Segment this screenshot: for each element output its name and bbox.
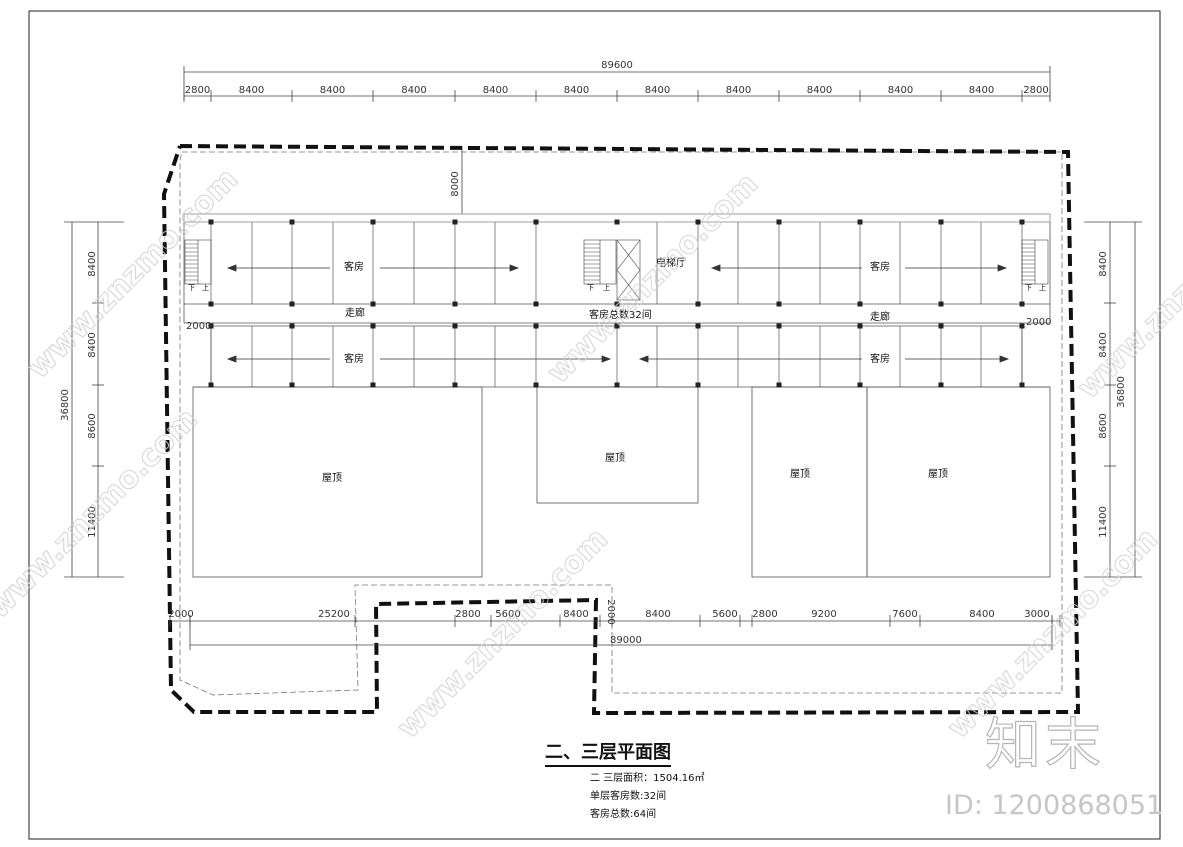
top-dim-7: 8400 (645, 85, 670, 96)
side-dimension-lines (64, 221, 1142, 578)
top-dim-2: 8400 (239, 85, 264, 96)
dim-right-3: 8600 (1098, 413, 1109, 438)
dim-left-1: 8400 (87, 251, 98, 276)
watermark-text-5: www.znzmo.com (391, 522, 615, 746)
drawing-title: 二、三层平面图 (545, 738, 671, 767)
dim-right-total: 36800 (1116, 376, 1127, 408)
dim-bottom-total: 89000 (610, 635, 642, 646)
dim-left-total: 36800 (60, 389, 71, 421)
dim-left-2: 8400 (87, 332, 98, 357)
stair-left-up: 上 (202, 283, 209, 292)
top-dim-5: 8400 (483, 85, 508, 96)
label-room-2: 客房 (870, 260, 890, 273)
top-dim-11: 8400 (969, 85, 994, 96)
top-dim-1: 2800 (185, 85, 210, 96)
label-room-count: 客房总数32间 (589, 308, 652, 321)
top-dimensions (183, 66, 1051, 102)
label-roof-3: 屋顶 (790, 468, 810, 480)
stair-right (1021, 239, 1049, 285)
top-dim-12: 2800 (1023, 85, 1048, 96)
watermark-text-2: www.znzmo.com (541, 167, 765, 391)
structural-columns (208, 219, 1025, 388)
note-rooms-per-floor: 单层客房数:32间 (590, 791, 667, 802)
land-boundary (161, 144, 1081, 716)
dim-left-4: 11400 (87, 506, 98, 538)
watermark-text-3: www.znzmo.com (1071, 182, 1183, 406)
top-dim-4: 8400 (401, 85, 426, 96)
label-roof-4: 屋顶 (928, 468, 948, 480)
label-corridor-1: 走廊 (345, 306, 365, 319)
top-dim-8: 8400 (726, 85, 751, 96)
stair-mid-down: 下 (587, 284, 594, 292)
dim-offset-right: 2000 (1026, 317, 1051, 328)
bottom-dim-13: 3000 (1024, 609, 1049, 620)
bottom-dim-7: 8400 (645, 609, 670, 620)
brand-logo: 知末 (984, 712, 1105, 778)
top-dim-9: 8400 (807, 85, 832, 96)
sheet-frame (28, 10, 1161, 840)
drawing-notes: 二 三层面积：1504.16㎡ 单层客房数:32间 客房总数:64间 (590, 770, 705, 824)
dim-corridor-gap: 8000 (450, 171, 461, 196)
bottom-dim-9: 2800 (752, 609, 777, 620)
top-dim-labels: 2800 8400 8400 8400 8400 8400 8400 8400 8400 8400… (185, 85, 1049, 96)
stair-right-down: 下 (1025, 284, 1032, 292)
top-dim-3: 8400 (320, 85, 345, 96)
label-room-4: 客房 (870, 352, 890, 365)
bottom-dim-8: 5600 (712, 609, 737, 620)
note-rooms-total: 客房总数:64间 (590, 809, 657, 820)
bottom-dim-12: 8400 (969, 609, 994, 620)
dim-left-3: 8600 (87, 413, 98, 438)
dim-offset-left: 2000 (186, 321, 211, 332)
bottom-dim-labels: 2000 25200 2800 5600 8400 2000 8400 5600 2800 920… (168, 599, 1049, 624)
bottom-dim-5: 8400 (563, 609, 588, 620)
watermark: www.znzmo.com www.znzmo.com www.znzmo.co… (0, 161, 1183, 746)
bottom-dim-6: 2000 (605, 599, 616, 624)
site-line (179, 151, 1063, 696)
dim-overall-width: 89600 (601, 60, 633, 71)
note-area: 二 三层面积：1504.16㎡ (590, 773, 705, 784)
bottom-dim-11: 7600 (892, 609, 917, 620)
circulation-arrows (226, 264, 1010, 363)
bottom-dim-2: 25200 (318, 609, 350, 620)
stair-right-up: 上 (1039, 283, 1046, 292)
dim-right-2: 8400 (1098, 332, 1109, 357)
label-room-1: 客房 (344, 260, 364, 273)
label-roof-1: 屋顶 (322, 472, 342, 484)
label-roof-2: 屋顶 (605, 452, 625, 464)
dim-right-1: 8400 (1098, 251, 1109, 276)
bottom-dimensions (169, 615, 1061, 650)
bottom-dim-4: 5600 (495, 609, 520, 620)
stair-mid-up: 上 (603, 283, 610, 292)
bottom-dim-1: 2000 (168, 609, 193, 620)
dim-right-4: 11400 (1098, 506, 1109, 538)
watermark-text-4: www.znzmo.com (0, 402, 205, 626)
label-elevator-hall: 电梯厅 (656, 256, 686, 269)
image-id: ID: 1200868051 (945, 790, 1164, 821)
stair-left-down: 下 (188, 284, 195, 292)
stair-left (184, 239, 212, 285)
top-dim-10: 8400 (888, 85, 913, 96)
top-dim-6: 8400 (564, 85, 589, 96)
label-corridor-2: 走廊 (870, 310, 890, 323)
stair-mid (583, 239, 641, 301)
label-room-3: 客房 (344, 352, 364, 365)
bottom-dim-10: 9200 (811, 609, 836, 620)
bottom-dim-3: 2800 (455, 609, 480, 620)
